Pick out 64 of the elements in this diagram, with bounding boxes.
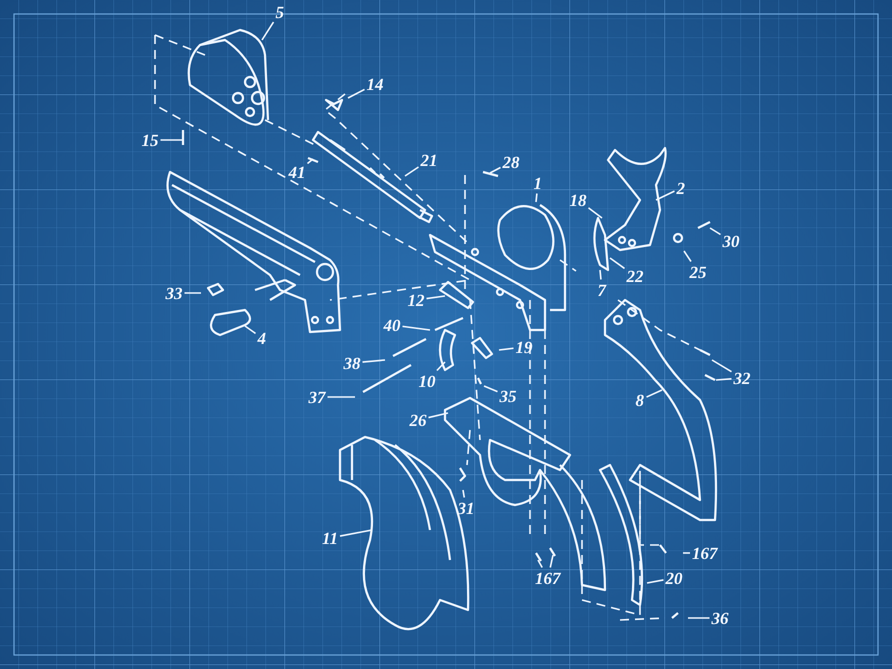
callout-number: 21 bbox=[420, 150, 438, 170]
leader-line bbox=[484, 385, 498, 392]
leader-line bbox=[328, 396, 355, 398]
leader-line bbox=[261, 22, 274, 40]
callout-number: 14 bbox=[366, 74, 384, 94]
callout-number: 2 bbox=[676, 178, 686, 198]
callout-number: 25 bbox=[688, 262, 708, 282]
leader-line bbox=[646, 579, 664, 584]
leader-line bbox=[610, 257, 625, 270]
leader-line bbox=[402, 326, 430, 331]
leader-line bbox=[550, 554, 554, 568]
leader-line bbox=[462, 490, 466, 498]
callout-number: 40 bbox=[382, 316, 402, 334]
callout-number: 36 bbox=[710, 608, 730, 628]
callout-number: 15 bbox=[140, 130, 160, 150]
leader-line bbox=[498, 347, 514, 351]
callout-number: 12 bbox=[406, 290, 426, 310]
leader-line bbox=[683, 552, 690, 554]
callout-number: 19 bbox=[514, 338, 534, 356]
leader-line bbox=[160, 139, 183, 141]
leader-line bbox=[404, 166, 419, 177]
callout-number: 1 bbox=[532, 174, 543, 192]
callout-number: 10 bbox=[418, 372, 436, 390]
callout-number: 30 bbox=[722, 232, 740, 250]
leader-line bbox=[716, 378, 732, 381]
callout-number: 7 bbox=[596, 280, 607, 300]
leader-line bbox=[348, 88, 365, 99]
leader-line bbox=[428, 412, 448, 418]
callout-number: 8 bbox=[634, 390, 645, 410]
callout-number: 41 bbox=[288, 162, 306, 182]
leader-line bbox=[688, 617, 710, 619]
leader-line bbox=[535, 193, 538, 202]
leader-line bbox=[710, 227, 721, 236]
callout-number: 18 bbox=[568, 190, 588, 210]
callout-number: 167 bbox=[534, 568, 562, 588]
callout-number: 4 bbox=[256, 328, 267, 348]
leader-line bbox=[683, 250, 692, 262]
leader-line bbox=[307, 158, 314, 164]
leader-line bbox=[656, 190, 675, 201]
leader-line bbox=[537, 560, 543, 568]
leader-line bbox=[340, 529, 372, 537]
leader-line bbox=[646, 389, 662, 398]
callout-number: 35 bbox=[498, 386, 518, 406]
callout-number: 26 bbox=[408, 410, 428, 430]
callout-number: 37 bbox=[308, 388, 326, 406]
callout-number: 20 bbox=[664, 568, 684, 588]
leader-line bbox=[490, 166, 501, 174]
callout-number: 11 bbox=[321, 528, 340, 548]
callout-number: 167 bbox=[691, 544, 718, 562]
callout-number: 31 bbox=[456, 498, 476, 518]
leader-line bbox=[244, 325, 256, 334]
leader-line bbox=[436, 361, 446, 372]
leader-line bbox=[362, 359, 386, 363]
leader-line bbox=[184, 292, 201, 294]
callout-number: 33 bbox=[164, 284, 184, 302]
leader-line bbox=[426, 295, 446, 300]
callout-number: 32 bbox=[732, 368, 752, 388]
leader-line bbox=[588, 207, 602, 219]
callout-number: 22 bbox=[626, 266, 644, 286]
leader-line bbox=[712, 359, 732, 372]
leader-line bbox=[599, 270, 602, 280]
callout-number: 28 bbox=[502, 152, 520, 172]
callout-number: 5 bbox=[274, 2, 285, 22]
callout-number: 38 bbox=[342, 354, 362, 372]
